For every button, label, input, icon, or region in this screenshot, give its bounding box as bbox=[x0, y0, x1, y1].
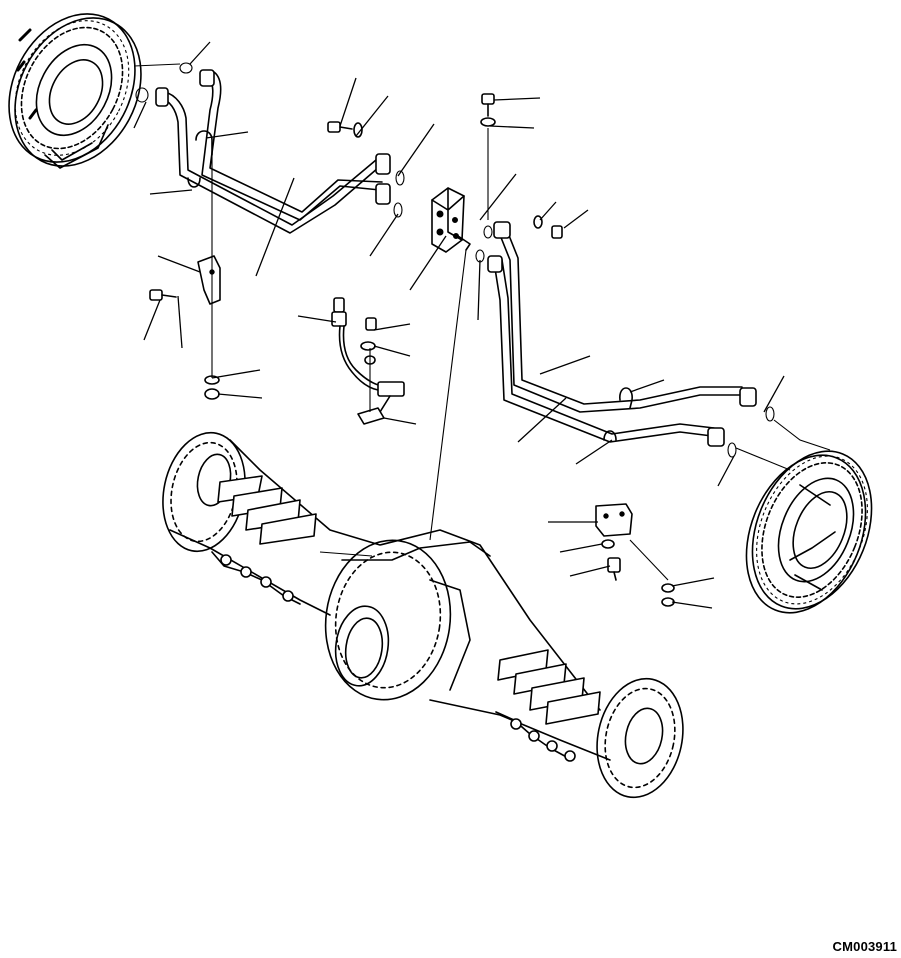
o-ring-5 bbox=[483, 225, 493, 239]
washer-4 bbox=[360, 341, 376, 351]
o-ring-4 bbox=[393, 202, 403, 218]
o-ring-2 bbox=[135, 87, 149, 103]
bracket-right bbox=[595, 503, 633, 537]
brake-disc-left bbox=[8, 13, 142, 169]
nut-1 bbox=[204, 388, 220, 400]
o-ring-1 bbox=[179, 62, 193, 74]
bolt-1 bbox=[327, 121, 353, 133]
junction-block bbox=[431, 187, 471, 253]
clamp-left bbox=[197, 255, 221, 305]
washer-1 bbox=[353, 122, 363, 138]
washer-3 bbox=[533, 215, 543, 229]
bolt-4 bbox=[149, 289, 177, 301]
brake-disc-right bbox=[745, 450, 873, 614]
axle-housing bbox=[162, 431, 684, 799]
o-ring-3 bbox=[395, 170, 405, 186]
washer-2 bbox=[480, 117, 496, 127]
bolt-2 bbox=[481, 93, 495, 117]
brake-tube-left bbox=[155, 69, 391, 234]
brake-tube-right bbox=[487, 221, 757, 447]
drawing-code-label: CM003911 bbox=[832, 939, 897, 954]
bolt-6 bbox=[607, 557, 621, 581]
o-ring-8 bbox=[727, 442, 737, 458]
washer-6 bbox=[601, 539, 615, 549]
bolt-5 bbox=[365, 317, 377, 331]
leader-lines bbox=[133, 41, 785, 609]
oil-temperature-sensor bbox=[331, 297, 405, 425]
bolt-3 bbox=[551, 225, 563, 239]
assembly-lines bbox=[133, 63, 831, 581]
washer-7 bbox=[661, 583, 675, 593]
o-ring-7 bbox=[765, 406, 775, 422]
